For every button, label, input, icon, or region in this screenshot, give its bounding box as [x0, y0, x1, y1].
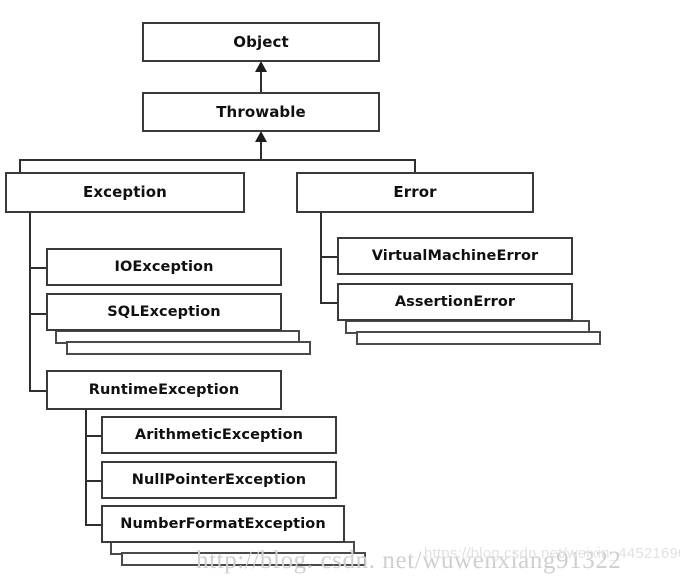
node-virtualmachineerror[interactable]: VirtualMachineError [337, 237, 573, 275]
connector-drop-error [414, 159, 416, 173]
connector-exception-to-sqlexception [29, 313, 47, 315]
node-error-label: Error [393, 183, 437, 201]
node-exception[interactable]: Exception [5, 172, 245, 213]
connector-drop-exception [19, 159, 21, 173]
node-object-label: Object [233, 32, 289, 51]
connector-runtime-to-nullpointerexception [85, 480, 102, 482]
connector-runtime-to-arithmeticexception [85, 435, 102, 437]
connector-exception-to-runtimeexception [29, 390, 47, 392]
connector-error-trunk [320, 205, 322, 303]
stack-box-error-2 [356, 331, 601, 345]
connector-exception-to-ioexception [29, 267, 47, 269]
node-virtualmachineerror-label: VirtualMachineError [371, 247, 539, 264]
connector-exception-trunk [29, 205, 31, 392]
connector-runtime-to-numberformatexception [85, 524, 102, 526]
node-runtimeexception[interactable]: RuntimeException [46, 370, 282, 410]
connector-error-to-assertionerror [320, 302, 338, 304]
node-assertionerror[interactable]: AssertionError [337, 283, 573, 321]
node-arithmeticexception-label: ArithmeticException [134, 426, 304, 443]
node-sqlexception-label: SQLException [107, 303, 221, 320]
node-ioexception-label: IOException [114, 258, 214, 275]
node-sqlexception[interactable]: SQLException [46, 293, 282, 331]
node-numberformatexception[interactable]: NumberFormatException [101, 505, 345, 543]
node-nullpointerexception[interactable]: NullPointerException [101, 461, 337, 499]
node-throwable[interactable]: Throwable [142, 92, 380, 132]
node-numberformatexception-label: NumberFormatException [120, 515, 326, 532]
connector-throwable-down [260, 142, 262, 160]
node-exception-label: Exception [83, 183, 167, 201]
node-ioexception[interactable]: IOException [46, 248, 282, 286]
node-error[interactable]: Error [296, 172, 534, 213]
node-arithmeticexception[interactable]: ArithmeticException [101, 416, 337, 454]
connector-throwable-to-object [260, 72, 262, 92]
arrowhead-throwable [255, 131, 267, 142]
stack-box-runtime-2 [121, 552, 366, 566]
connector-runtimeexception-trunk [85, 402, 87, 524]
node-runtimeexception-label: RuntimeException [88, 381, 240, 398]
arrowhead-object [255, 61, 267, 72]
node-nullpointerexception-label: NullPointerException [131, 471, 307, 488]
node-object[interactable]: Object [142, 22, 380, 62]
node-throwable-label: Throwable [216, 102, 306, 121]
node-assertionerror-label: AssertionError [394, 293, 516, 310]
connector-throwable-split [19, 159, 416, 161]
watermark-secondary: https://blog.csdn.net/weixin_44521690 [424, 545, 680, 562]
stack-box-exception-2 [66, 341, 311, 355]
connector-error-to-virtualmachineerror [320, 256, 338, 258]
